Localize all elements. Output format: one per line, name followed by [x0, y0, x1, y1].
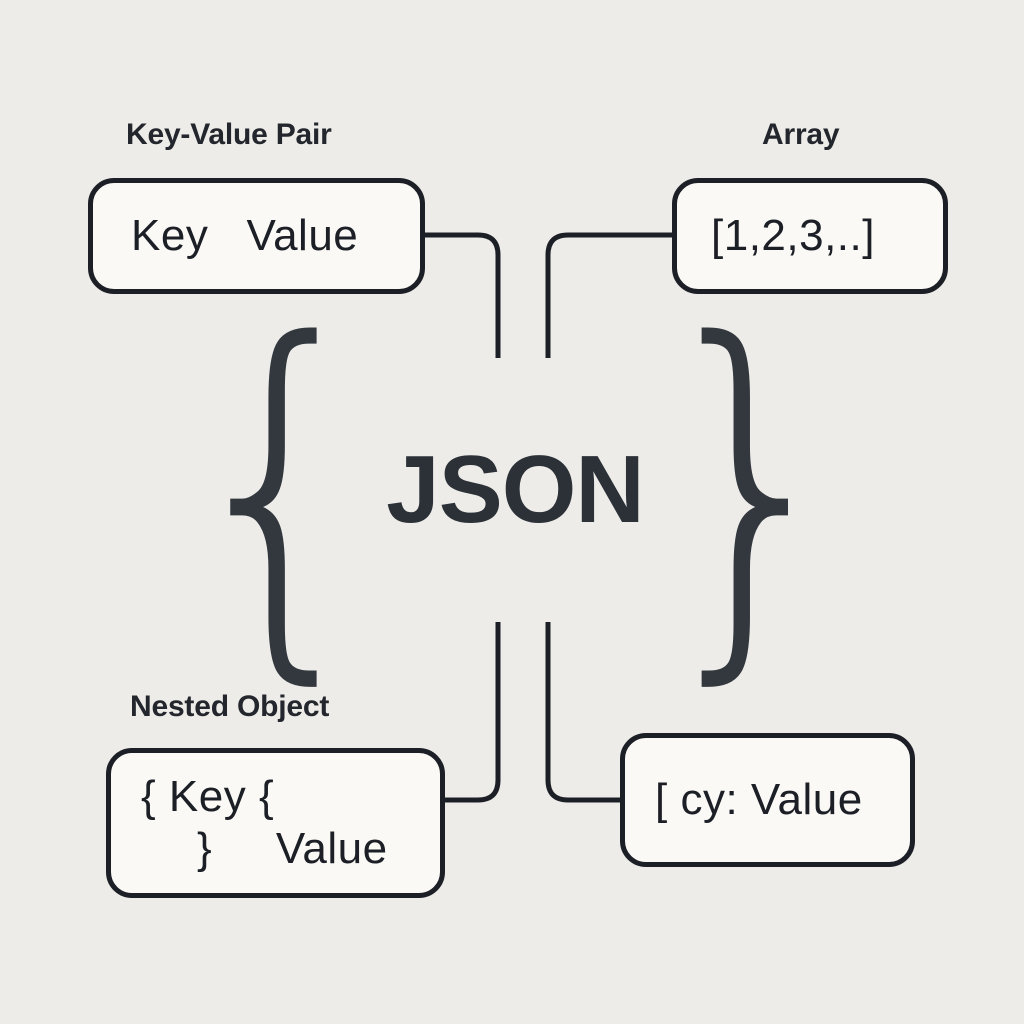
node-nested-object-text-line-1: { Key {	[141, 771, 275, 821]
right-brace-icon: }	[645, 262, 856, 716]
label-nested-object: Nested Object	[130, 690, 330, 723]
left-brace-icon: {	[174, 262, 385, 716]
node-nested-object-text-line-2: } Value	[197, 824, 388, 873]
node-key-value-pair-text: Key Value	[131, 210, 359, 260]
label-key-value-pair: Key-Value Pair	[126, 118, 332, 151]
label-array: Array	[762, 118, 840, 151]
json-core-label: JSON	[386, 436, 644, 543]
json-core: { JSON }	[174, 295, 855, 684]
node-colon-value-text: [ cy: Value	[655, 774, 863, 824]
node-key-value-pair[interactable]: Key Value	[88, 178, 425, 294]
connector-nested-object-to-core	[445, 622, 501, 803]
node-colon-value[interactable]: [ cy: Value	[620, 733, 915, 867]
node-array-text: [1,2,3,..]	[711, 210, 875, 260]
node-array[interactable]: [1,2,3,..]	[672, 178, 948, 294]
connector-colon-value-to-core	[545, 622, 620, 803]
node-nested-object[interactable]: { Key { } Value	[106, 748, 445, 898]
